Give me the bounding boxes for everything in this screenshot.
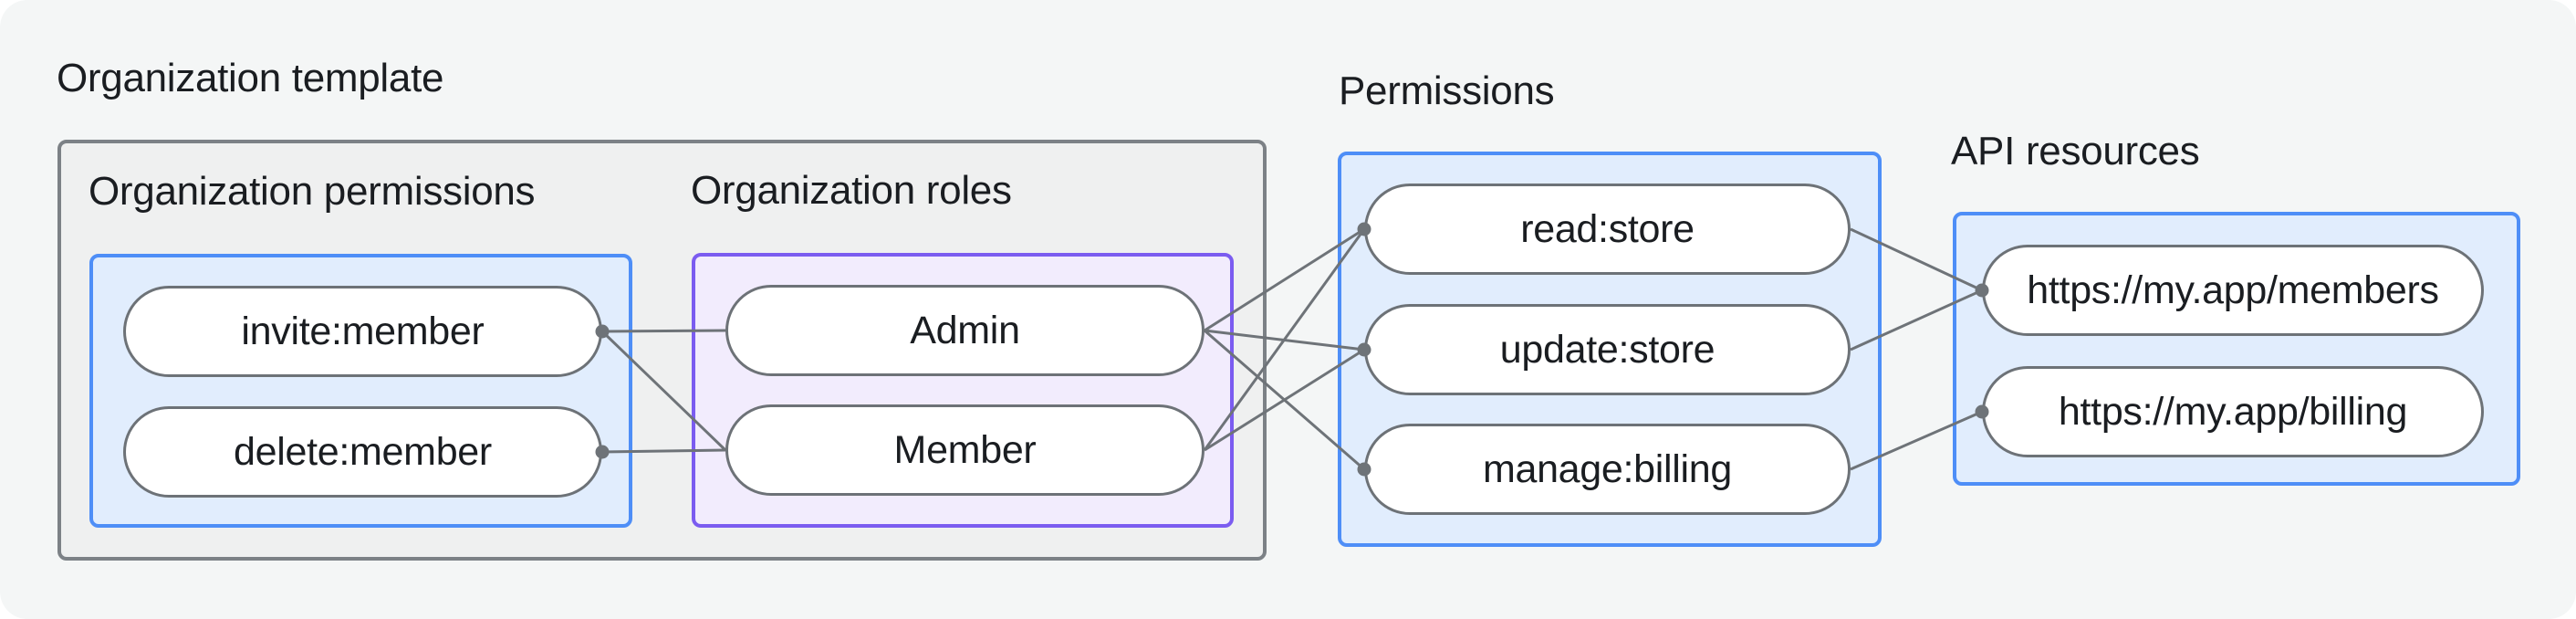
node-api-billing-url-label: https://my.app/billing <box>2058 389 2408 434</box>
node-api-billing-url: https://my.app/billing <box>1982 366 2484 457</box>
organization-template-label: Organization template <box>57 56 444 100</box>
node-invite-member-label: invite:member <box>241 309 485 353</box>
node-admin-role: Admin <box>725 285 1205 376</box>
node-update-store: update:store <box>1364 304 1851 395</box>
api-resources-label: API resources <box>1951 129 2200 173</box>
node-delete-member: delete:member <box>123 406 602 498</box>
organization-roles-label: Organization roles <box>691 168 1012 213</box>
node-read-store-label: read:store <box>1520 206 1695 251</box>
node-member-role-label: Member <box>893 427 1037 472</box>
node-api-members-url-label: https://my.app/members <box>2027 268 2439 312</box>
node-admin-role-label: Admin <box>910 308 1020 352</box>
node-manage-billing-label: manage:billing <box>1482 446 1733 491</box>
permissions-label: Permissions <box>1339 68 1555 113</box>
node-invite-member: invite:member <box>123 286 602 377</box>
node-update-store-label: update:store <box>1499 327 1716 372</box>
node-api-members-url: https://my.app/members <box>1982 245 2484 336</box>
node-read-store: read:store <box>1364 184 1851 275</box>
organization-permissions-label: Organization permissions <box>89 169 536 214</box>
node-member-role: Member <box>725 404 1205 496</box>
node-manage-billing: manage:billing <box>1364 424 1851 515</box>
node-delete-member-label: delete:member <box>234 429 492 474</box>
